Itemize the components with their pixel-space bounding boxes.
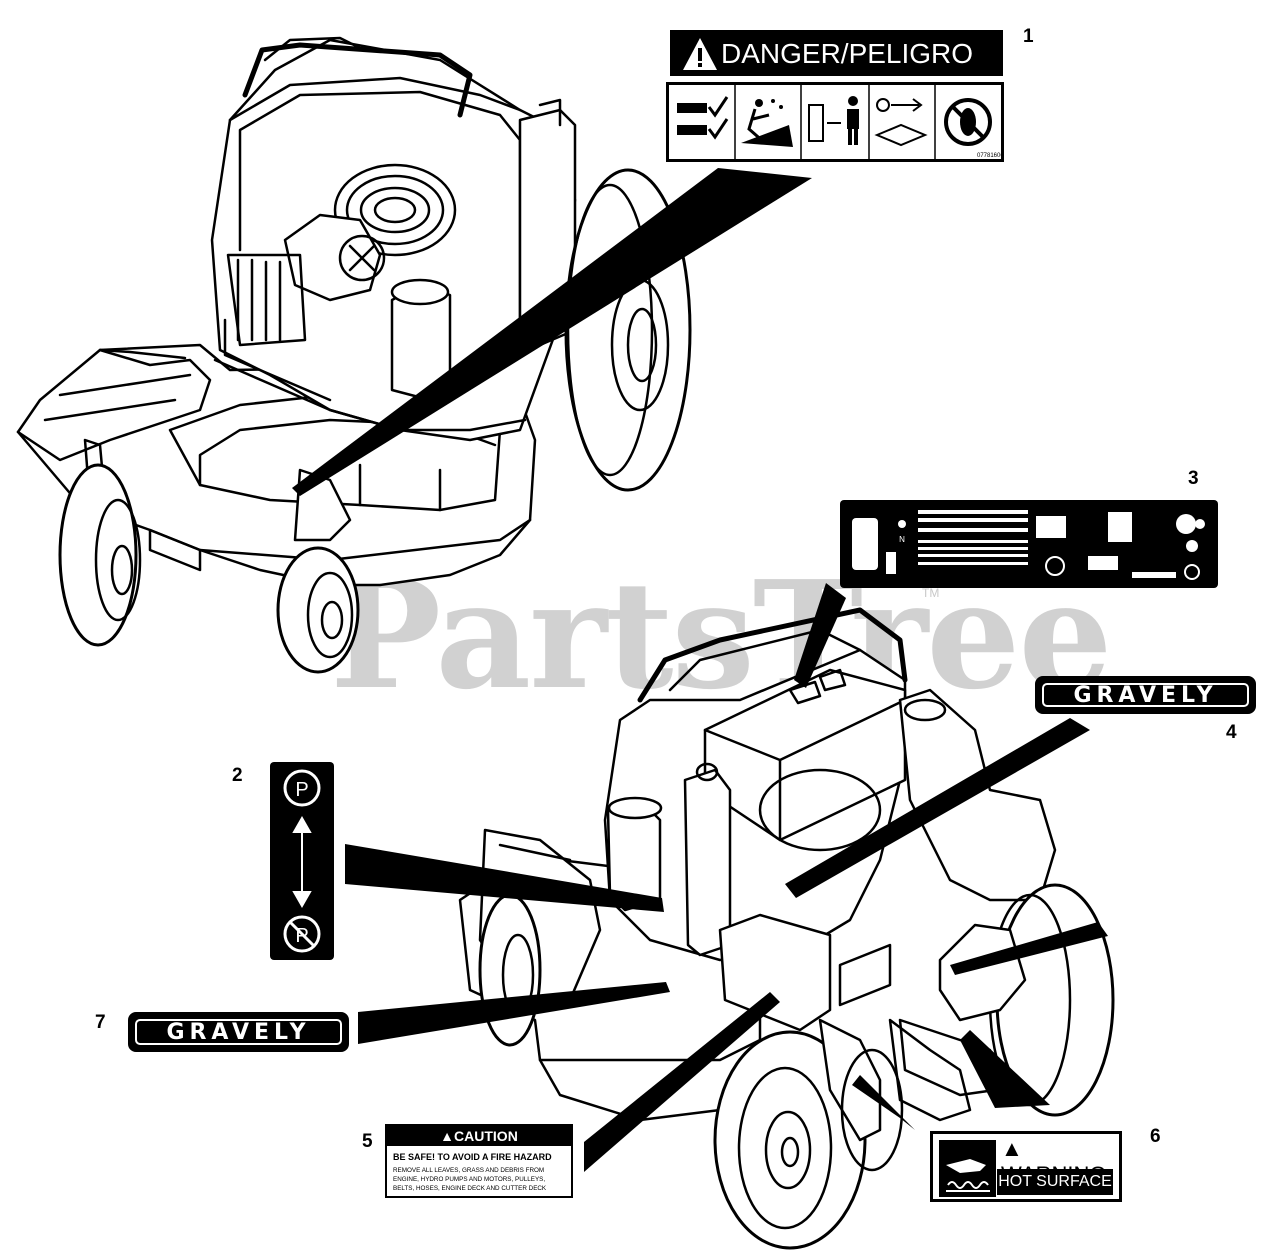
choke-icon: N xyxy=(899,535,905,544)
parking-brake-decal: P P xyxy=(270,762,334,960)
callout-5: 5 xyxy=(362,1131,373,1152)
leader-4 xyxy=(785,718,1090,898)
control-panel-decal: N xyxy=(840,500,1218,588)
callout-4: 4 xyxy=(1226,722,1237,743)
park-symbol-top: P xyxy=(295,779,308,801)
caution-decal: ▲CAUTION BE SAFE! TO AVOID A FIRE HAZARD… xyxy=(385,1124,573,1198)
leader-5 xyxy=(584,992,780,1172)
gravely-logo-text-4: GRAVELY xyxy=(1073,683,1218,708)
park-crossed-icon: P xyxy=(283,915,321,953)
leader-1 xyxy=(292,168,812,496)
hot-surface-hand-icon xyxy=(939,1140,996,1197)
callout-2: 2 xyxy=(232,765,243,786)
leader-6b xyxy=(960,1030,1050,1108)
callout-6: 6 xyxy=(1150,1126,1161,1147)
caution-triangle-icon: ▲ xyxy=(440,1128,455,1144)
danger-part-number: 077816060 xyxy=(977,153,1001,159)
remove-key-read-manual-icon xyxy=(874,98,928,147)
leader-wedges xyxy=(292,168,1108,1172)
caution-subheader: BE SAFE! TO AVOID A FIRE HAZARD xyxy=(393,1152,552,1162)
bottom-mower-illustration xyxy=(458,607,1115,1250)
trademark: TM xyxy=(922,586,940,600)
throttle-icon xyxy=(852,518,878,570)
callout-7: 7 xyxy=(95,1012,106,1033)
bystander-distance-icon xyxy=(808,96,859,145)
warning-triangle-icon xyxy=(683,38,717,70)
gravely-logo-decal-7: GRAVELY xyxy=(128,1012,349,1052)
leader-3 xyxy=(794,583,846,688)
top-mower-illustration xyxy=(16,36,692,674)
callout-1: 1 xyxy=(1023,26,1034,47)
thrown-object-icon xyxy=(741,99,793,147)
caution-header: ▲CAUTION xyxy=(387,1126,571,1146)
warning-triangle-icon: ▲ xyxy=(1001,1136,1023,1161)
pto-icon xyxy=(1184,564,1200,580)
danger-decal-title: DANGER/PELIGRO xyxy=(721,38,974,69)
checklist-icon xyxy=(677,96,729,140)
gravely-logo-decal-4: GRAVELY xyxy=(1035,676,1256,714)
leader-6a xyxy=(950,922,1108,975)
leader-7 xyxy=(358,982,670,1044)
ignition-icon xyxy=(1045,556,1065,576)
hot-surface-warning-decal: ▲ WARNING HOT SURFACE xyxy=(930,1131,1122,1202)
hot-surface-label: HOT SURFACE xyxy=(997,1169,1113,1195)
double-arrow-icon xyxy=(292,815,312,909)
danger-decal-pictograms: 077816060 xyxy=(666,82,1008,162)
caution-body: REMOVE ALL LEAVES, GRASS AND DEBRIS FROM… xyxy=(393,1167,547,1192)
callout-3: 3 xyxy=(1188,468,1199,489)
leader-2 xyxy=(345,844,664,912)
gravely-logo-text-7: GRAVELY xyxy=(166,1020,311,1045)
no-foot-icon xyxy=(944,98,992,146)
danger-decal-header: DANGER/PELIGRO xyxy=(670,30,1003,76)
caution-title: CAUTION xyxy=(454,1128,518,1144)
leader-6c xyxy=(852,1075,915,1130)
park-circle-icon: P xyxy=(283,769,321,807)
hour-meter-icon xyxy=(1036,516,1066,538)
